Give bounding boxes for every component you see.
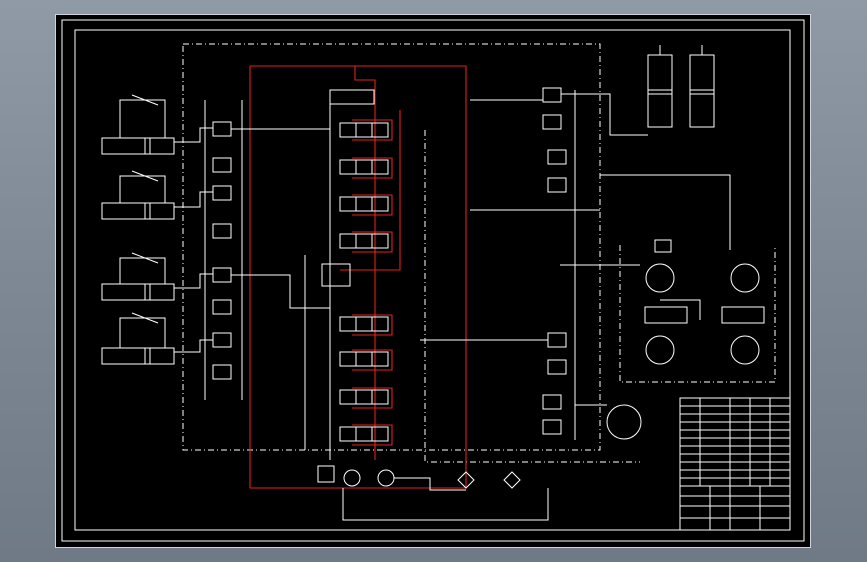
pump-and-filters <box>317 465 549 521</box>
directional-valve-stack <box>304 89 389 460</box>
inner-border <box>61 19 805 542</box>
pump-station <box>560 174 765 365</box>
cylinder-3 <box>101 283 175 301</box>
pump-station-boundary <box>619 245 776 383</box>
left-cylinders <box>101 94 175 365</box>
cylinder-1 <box>101 137 175 155</box>
cylinder-2 <box>101 202 175 220</box>
cylinder-4 <box>101 347 175 365</box>
return-dashed-line <box>424 130 640 463</box>
drawing-frame <box>55 14 811 548</box>
drawing-border <box>74 29 791 531</box>
right-relief-valves <box>420 87 600 440</box>
hydraulic-motor <box>575 404 642 440</box>
title-block <box>679 397 791 531</box>
left-relief-valves <box>174 100 330 400</box>
valve-block-boundary <box>182 43 601 451</box>
lift-cylinders <box>561 45 715 136</box>
